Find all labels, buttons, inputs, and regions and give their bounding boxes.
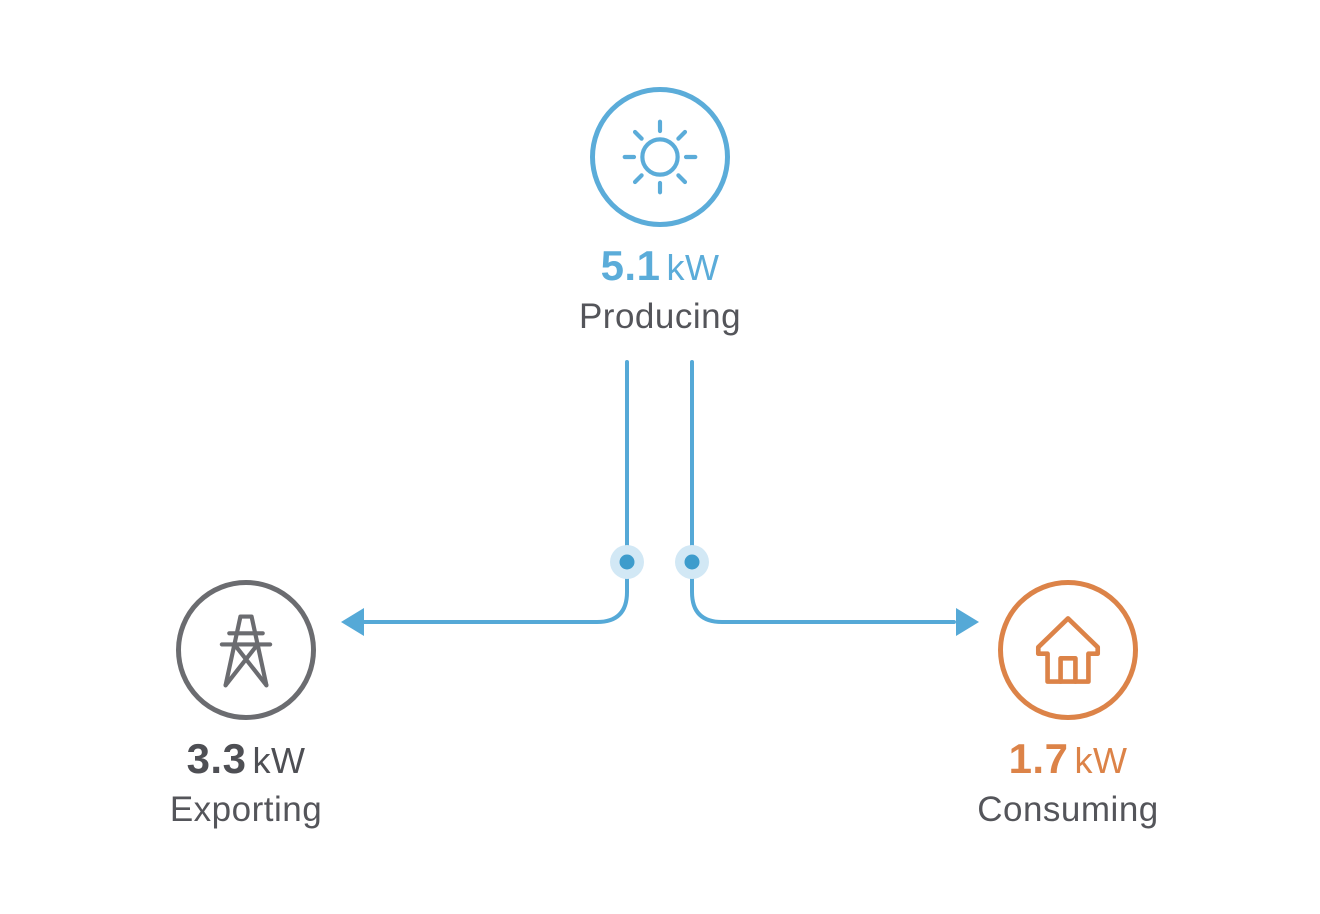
flow-dot bbox=[684, 554, 700, 570]
flow-solar-to-home bbox=[675, 360, 979, 636]
sun-icon bbox=[622, 119, 698, 195]
solar-circle bbox=[590, 87, 730, 227]
home-circle bbox=[998, 580, 1138, 720]
solar-value-number: 5.1 bbox=[600, 242, 661, 289]
grid-label: Exporting bbox=[169, 790, 323, 829]
home-value-unit: kW bbox=[1074, 740, 1128, 781]
house-icon bbox=[1035, 616, 1101, 684]
flow-solar-to-grid bbox=[341, 360, 644, 636]
arrow-left-icon bbox=[341, 608, 364, 636]
solar-label: Producing bbox=[578, 297, 742, 336]
solar-value-unit: kW bbox=[666, 247, 720, 288]
grid-circle bbox=[176, 580, 316, 720]
arrow-right-icon bbox=[956, 608, 979, 636]
home-label: Consuming bbox=[977, 790, 1159, 829]
home-value-number: 1.7 bbox=[1008, 735, 1069, 782]
flow-dot bbox=[619, 554, 635, 570]
grid-value-unit: kW bbox=[252, 740, 306, 781]
power-tower-icon bbox=[219, 614, 273, 688]
grid-value-number: 3.3 bbox=[186, 735, 247, 782]
